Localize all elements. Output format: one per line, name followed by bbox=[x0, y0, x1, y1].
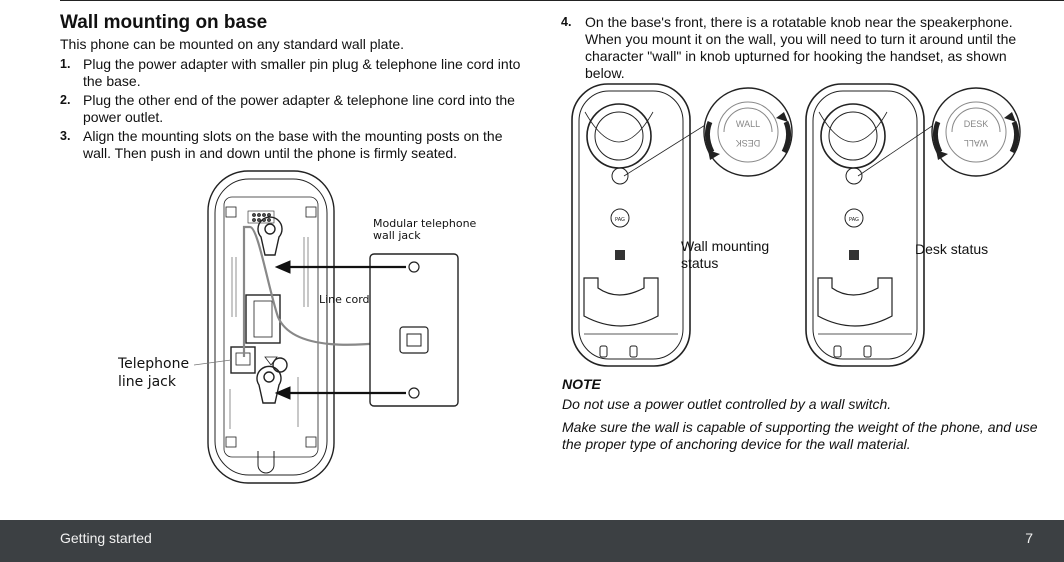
step-3: 3. Align the mounting slots on the base w… bbox=[60, 128, 532, 162]
desk-caption: Desk status bbox=[915, 241, 988, 257]
note-title: NOTE bbox=[562, 376, 601, 392]
step-4: 4. On the base's front, there is a rotat… bbox=[561, 14, 1033, 82]
step-1: 1. Plug the power adapter with smaller pi… bbox=[60, 56, 532, 90]
phone-desk-status: PAG bbox=[805, 83, 925, 367]
telephone-jack-label: Telephone bbox=[118, 356, 189, 372]
knob-desk-text-flipped: DESK bbox=[736, 138, 761, 148]
top-rule bbox=[60, 0, 1064, 1]
wall-caption: Wall mounting bbox=[681, 238, 769, 254]
knob-desk-text: DESK bbox=[964, 119, 989, 129]
line-cord-label: Line cord bbox=[319, 293, 370, 306]
knob-wall-text-flipped: WALL bbox=[964, 138, 988, 148]
wall-plate bbox=[369, 253, 459, 407]
step-number: 1. bbox=[60, 57, 71, 71]
step-text: Plug the power adapter with smaller pin … bbox=[83, 56, 521, 89]
svg-text:PAG: PAG bbox=[615, 217, 625, 223]
phone-base-illustration bbox=[207, 170, 335, 484]
page-title: Wall mounting on base bbox=[60, 12, 268, 33]
knob-desk-callout: DESK WALL bbox=[857, 87, 1021, 177]
note-text-2: Make sure the wall is capable of support… bbox=[562, 419, 1038, 452]
mounting-arrows bbox=[274, 260, 406, 400]
footer-section-label: Getting started bbox=[60, 530, 152, 546]
step-2: 2. Plug the other end of the power adapte… bbox=[60, 92, 532, 126]
page-number: 7 bbox=[1025, 530, 1033, 546]
phone-wall-status: PAG bbox=[571, 83, 691, 367]
svg-text:PAG: PAG bbox=[849, 217, 859, 223]
knob-wall-text: WALL bbox=[736, 119, 760, 129]
knob-wall-callout: WALL DESK bbox=[623, 87, 793, 177]
steps-list: 1. Plug the power adapter with smaller pi… bbox=[60, 56, 532, 164]
wall-caption-line2: status bbox=[681, 255, 718, 271]
step-number: 3. bbox=[60, 129, 71, 143]
note-text: Do not use a power outlet controlled by … bbox=[562, 396, 892, 412]
page-footer: Getting started 7 bbox=[0, 520, 1064, 562]
modular-jack-label: Modular telephone bbox=[373, 217, 477, 230]
knob-status-diagram: PAG WALL DESK Wall mounting status PAG bbox=[571, 83, 1021, 367]
step-text: Plug the other end of the power adapter … bbox=[83, 92, 515, 125]
step-number: 2. bbox=[60, 93, 71, 107]
step-text: On the base's front, there is a rotatabl… bbox=[585, 14, 1017, 81]
step-number: 4. bbox=[561, 15, 572, 29]
modular-jack-label-line2: wall jack bbox=[373, 229, 421, 242]
telephone-jack-label-line2: line jack bbox=[118, 374, 177, 390]
step-text: Align the mounting slots on the base wit… bbox=[83, 128, 503, 161]
intro-text: This phone can be mounted on any standar… bbox=[60, 36, 405, 52]
wall-mount-diagram: Modular telephone wall jack Line cord Te… bbox=[118, 170, 477, 484]
